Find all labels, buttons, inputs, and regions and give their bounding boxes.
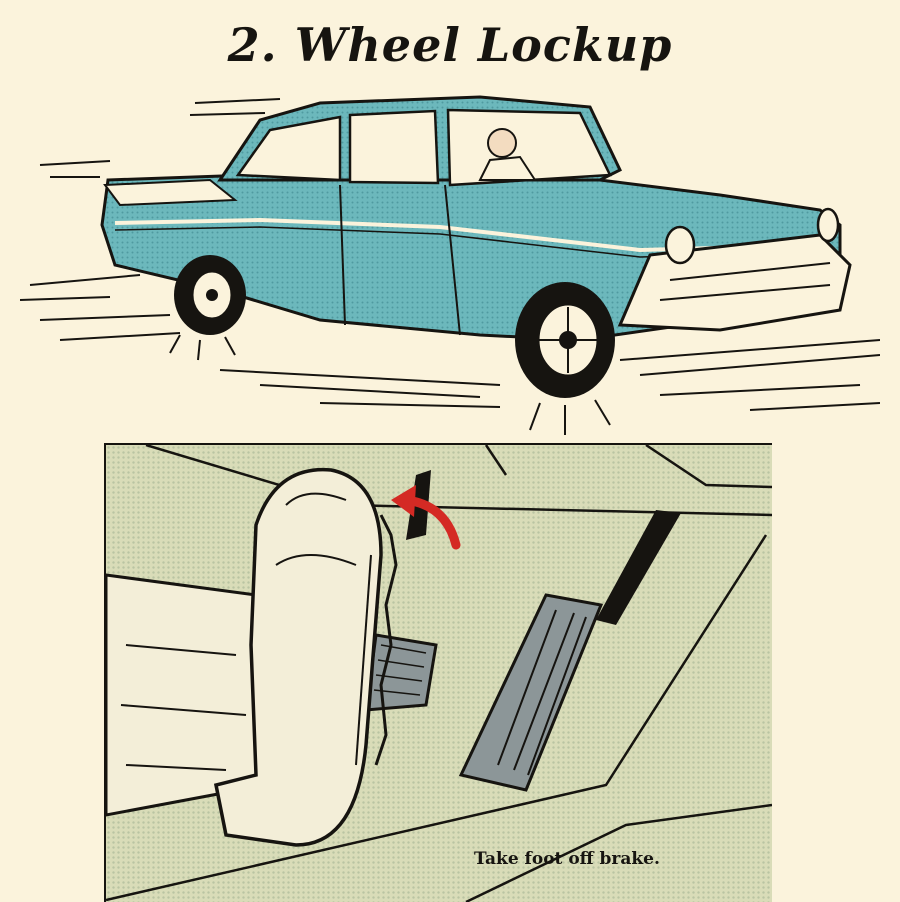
speed-lines bbox=[20, 98, 880, 411]
pedal-illustration bbox=[106, 445, 772, 902]
lift-arrow-icon bbox=[391, 485, 461, 550]
rear-wheel-icon bbox=[174, 255, 246, 335]
car-body bbox=[100, 95, 852, 342]
page-title: 2. Wheel Lockup bbox=[227, 18, 673, 72]
car-illustration bbox=[20, 95, 880, 435]
skid-marks bbox=[169, 334, 611, 435]
front-wheel-icon bbox=[515, 282, 615, 398]
pedal-panel: Take foot off brake. bbox=[104, 443, 772, 902]
boot-foot-icon bbox=[213, 467, 398, 847]
gas-pedal-icon bbox=[458, 510, 681, 792]
caption-text: Take foot off brake. bbox=[474, 849, 660, 869]
